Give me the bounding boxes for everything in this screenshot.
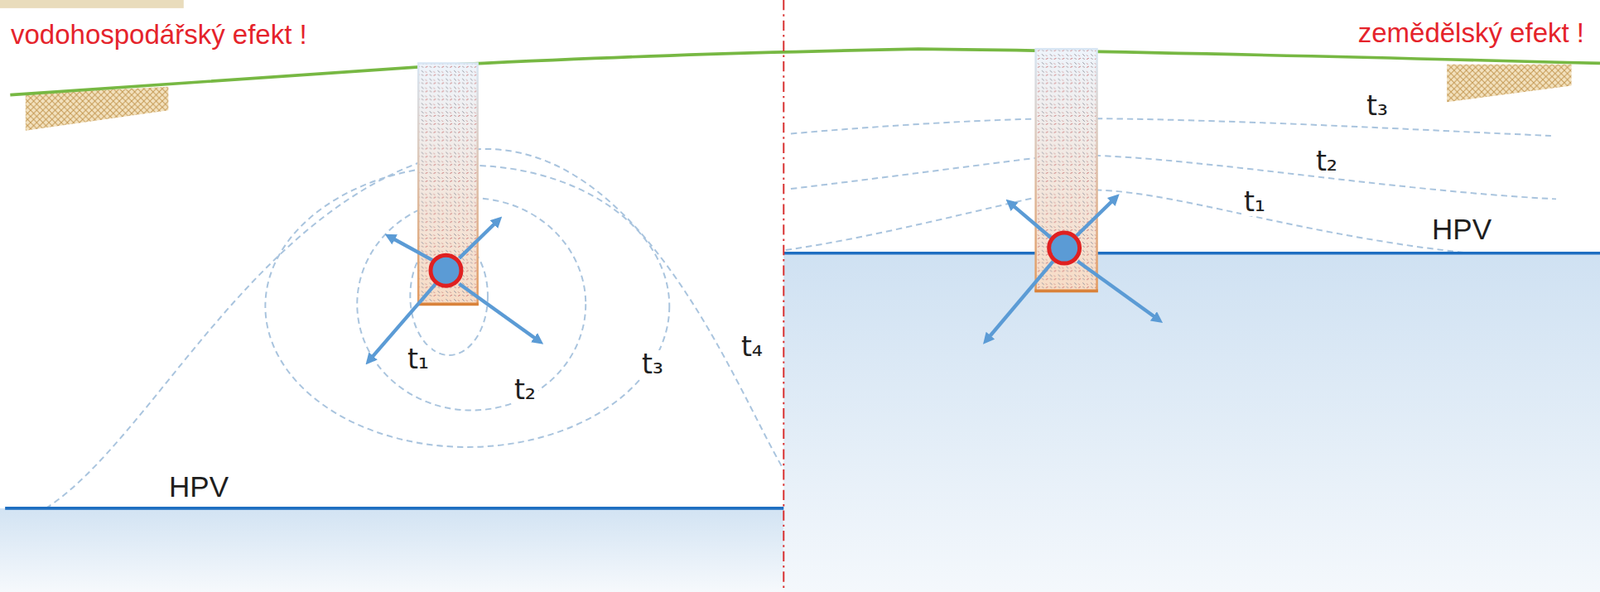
groundwater-zone [0,508,784,592]
time-label: t₃ [1363,91,1391,121]
divider-line [782,0,785,592]
water-table-line [783,251,1600,256]
time-label: t₁ [404,345,432,375]
wetting-front [785,118,1557,254]
drain-pipe [1049,232,1080,264]
time-label: t₃ [639,350,666,380]
water-table-line [4,506,784,511]
wetting-front [45,149,784,509]
effect-title: vodohospodářský efekt ! [8,20,310,50]
soil-hatch [1446,64,1572,103]
time-label: t₂ [511,375,539,405]
effect-title: zemědělský efekt ! [1355,19,1587,49]
drain-pipe [430,255,462,286]
time-label: t₄ [738,332,766,362]
time-label: t₁ [1241,187,1268,217]
drain-trench [1034,48,1098,291]
ground-surface [9,48,1600,95]
slide-decoration [0,0,184,9]
groundwater-zone [783,253,1600,592]
time-label: t₂ [1313,147,1340,177]
water-table-label: HPV [166,472,232,503]
water-table-label: HPV [1429,214,1494,246]
drain-trench [417,62,479,304]
